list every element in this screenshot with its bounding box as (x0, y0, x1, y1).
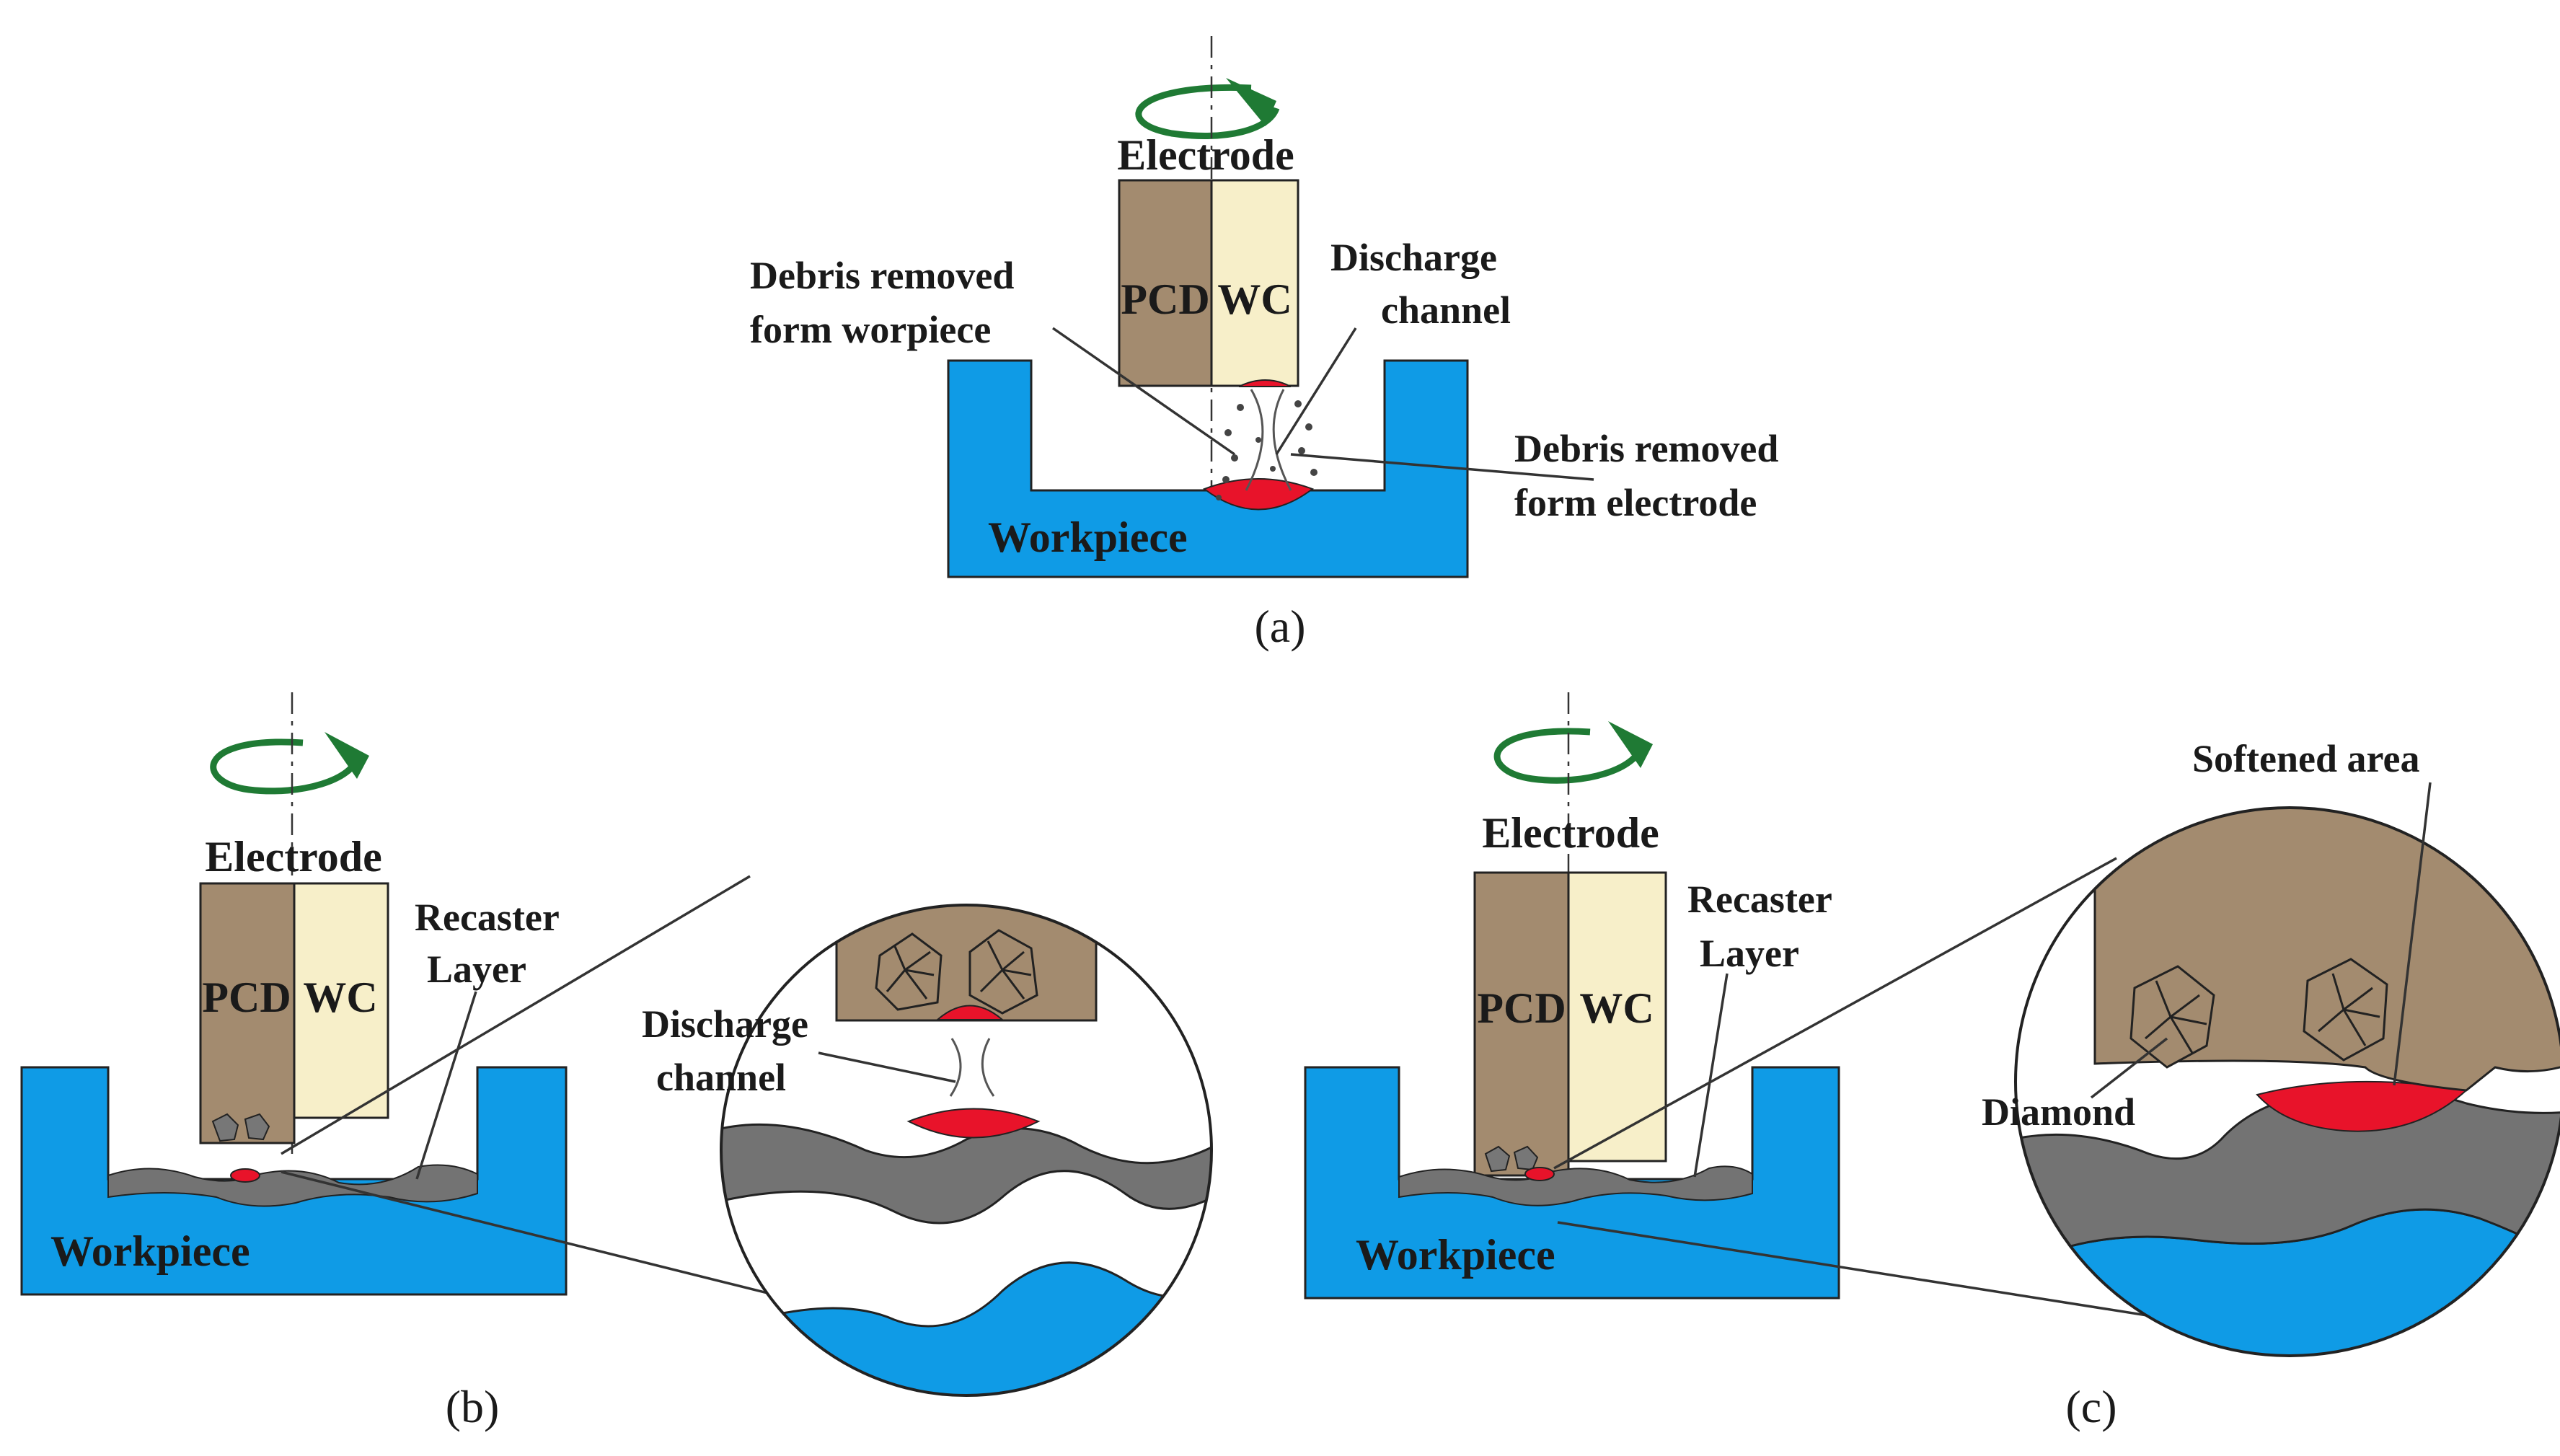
leader-diamond (2090, 1037, 2168, 1099)
discharge-channel-label-b-line1: Discharge (642, 1002, 808, 1046)
wc-label-b: WC (303, 974, 377, 1021)
discharge-channel-label-line2: channel (1381, 288, 1511, 332)
rotation-arrow-icon (1493, 721, 1653, 784)
molten-electrode-spot-a (1238, 379, 1292, 387)
rotation-arrow-icon (1135, 78, 1280, 139)
diamond-grains-c (1484, 1145, 1539, 1173)
rotation-arrow-icon (210, 732, 369, 795)
leader-debris-workpiece (1052, 327, 1235, 456)
workpiece-label-c: Workpiece (1356, 1231, 1555, 1279)
zoom-inset-b (720, 904, 1213, 1397)
workpiece-label-a: Workpiece (988, 513, 1188, 561)
zoom-guide-top-c (1553, 857, 2117, 1170)
molten-spot-c (1524, 1167, 1555, 1181)
zoom-guide-bottom-c (1557, 1221, 2243, 1332)
zoom-inset-c (2014, 806, 2560, 1357)
caption-a: (a) (1254, 601, 1305, 652)
diamond-grain-icon (875, 932, 943, 1011)
pcd-block-a (1118, 179, 1213, 387)
recast-layer-label-b-line1: Recaster (415, 896, 560, 939)
diamond-label: Diamond (1982, 1090, 2135, 1134)
molten-spot-b (230, 1168, 260, 1183)
diamond-grain-icon (2129, 965, 2215, 1069)
wc-block-b (293, 882, 389, 1119)
diamond-grains-b (211, 1113, 270, 1142)
pcd-label-a: PCD (1121, 275, 1209, 323)
pcd-label-b: PCD (202, 974, 291, 1021)
caption-c: (c) (2065, 1381, 2117, 1432)
wc-label-c: WC (1579, 984, 1654, 1032)
discharge-channel-label-b-line2: channel (656, 1056, 786, 1099)
recast-layer-label-b-line2: Layer (427, 948, 526, 991)
debris-electrode-label-line1: Debris removed (1514, 427, 1778, 470)
recast-layer-label-c-line2: Layer (1700, 932, 1799, 975)
caption-b: (b) (446, 1381, 500, 1432)
leader-softened-area (2393, 782, 2432, 1086)
electrode-label-b: Electrode (205, 833, 381, 881)
leader-recast-layer-b (415, 991, 477, 1180)
panel-b: Electrode PCD WC Recaster Layer Workpiec… (20, 692, 1213, 1432)
leader-discharge-channel-b (818, 1051, 956, 1083)
softened-area-label: Softened area (2192, 737, 2419, 780)
panel-a: Electrode PCD WC Debris removed form wor… (750, 36, 1778, 652)
recast-layer-label-c-line1: Recaster (1687, 878, 1832, 921)
diamond-grain-icon (968, 929, 1038, 1015)
electrode-label-a: Electrode (1117, 131, 1294, 179)
panel-c: Electrode PCD WC Recaster Layer Workpiec… (1304, 692, 2560, 1432)
wc-block-a (1210, 179, 1299, 387)
pcd-label-c: PCD (1477, 984, 1566, 1032)
wc-block-c (1567, 871, 1667, 1162)
discharge-channel-a (1245, 389, 1292, 491)
leader-debris-electrode (1290, 453, 1594, 481)
electrode-label-c: Electrode (1482, 809, 1659, 857)
wc-label-a: WC (1217, 275, 1292, 323)
debris-particles-a (1216, 400, 1317, 500)
workpiece-label-b: Workpiece (50, 1227, 250, 1275)
recast-layer-c (1398, 1165, 1753, 1206)
debris-workpiece-label-line1: Debris removed (750, 254, 1014, 297)
diamond-grain-icon (2303, 958, 2388, 1062)
recast-layer-b (107, 1164, 478, 1207)
pcd-block-c (1473, 871, 1570, 1177)
discharge-channel-label-line1: Discharge (1330, 236, 1497, 279)
molten-crater-a (1202, 478, 1315, 511)
leader-discharge-channel-a (1275, 327, 1357, 455)
debris-workpiece-label-line2: form worpiece (750, 308, 991, 351)
workpiece-a (947, 359, 1469, 578)
leader-recast-layer-c (1693, 973, 1729, 1178)
zoom-guide-top-b (281, 875, 751, 1155)
debris-electrode-label-line2: form electrode (1514, 481, 1757, 524)
